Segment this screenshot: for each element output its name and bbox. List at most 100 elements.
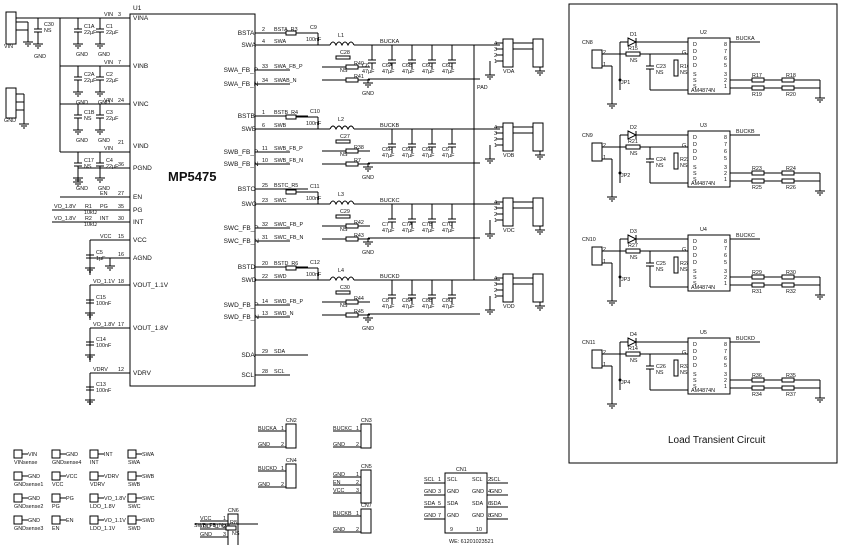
pin-number: 28: [262, 369, 268, 375]
fb-res-ref: R44: [354, 296, 364, 302]
int-net: INT: [100, 216, 109, 222]
ic-ref: U4: [700, 227, 707, 233]
cap-ref: C5: [96, 250, 103, 256]
pin-number: 7: [438, 513, 441, 519]
tp-label: VO_1.1V: [104, 518, 126, 524]
cn-ref: CN11: [582, 340, 595, 346]
buck-buckd: C12100nFL4BUCKDC847µFC8A47µFC8B47µFC8C47…: [285, 260, 545, 332]
ns-label: NS: [340, 303, 348, 309]
pin-number: 2: [724, 78, 727, 84]
cap-ref: C1B: [84, 110, 95, 116]
cap-ref: C14: [96, 337, 106, 343]
res-ref: R22: [680, 157, 690, 163]
right-nets: BSTA_R3SWASWA_FB_PSWAB_NBSTB_R4SWBSWB_FB…: [255, 27, 308, 376]
connector-net: GND: [333, 472, 345, 478]
buck-net: BUCKD: [380, 274, 400, 280]
cn1-right-pin: GND: [472, 489, 484, 495]
connector-ref: CN3: [361, 418, 372, 424]
pin-number: 1: [603, 62, 606, 68]
cap-val: 22µF: [84, 78, 97, 84]
ns-label: NS: [656, 70, 664, 76]
net-label: BSTB_R4: [274, 110, 298, 116]
net-label: SWB_FB_P: [274, 146, 303, 152]
pin-number: 1: [603, 259, 606, 265]
buck-bucka: C9100nFL1BUCKAC647µFC6A47µFC6B47µFC6C47µ…: [285, 25, 545, 97]
pin-name: VIND: [133, 143, 149, 150]
res-ref: R20: [786, 92, 796, 98]
pin-number: 36: [118, 162, 124, 168]
ns-label: NS: [656, 370, 664, 376]
pin-number: 1: [494, 143, 497, 149]
cap-ref: C4: [106, 158, 113, 164]
pin-name: D: [693, 349, 697, 355]
buck-net: BUCKC: [380, 198, 400, 204]
r2-val: 10kΩ: [84, 222, 97, 228]
ic-ref: U3: [700, 123, 707, 129]
pin-number: 4: [494, 41, 497, 47]
gnd-text: GND: [76, 100, 88, 106]
cap-ref: C2A: [84, 72, 95, 78]
connector-ref: CN4: [286, 458, 297, 464]
pin-number: 14: [262, 299, 268, 305]
gnd-text: GND: [362, 326, 374, 332]
pin-name: D: [693, 356, 697, 362]
pin-number: 18: [118, 279, 124, 285]
connector-net: BUCKC: [333, 426, 352, 432]
pin-number: 2: [724, 378, 727, 384]
pin-number: 5: [724, 156, 727, 162]
pin-name: SDA: [241, 352, 255, 359]
pin-name: SWD_FB_P: [224, 302, 259, 309]
gnd-text: GND: [98, 100, 110, 106]
pin-name: PG: [133, 207, 142, 214]
vin-net: VIN: [104, 12, 113, 18]
pin-number: 4: [494, 200, 497, 206]
tp-sub: SWB: [128, 482, 141, 488]
pin-number: 2: [494, 53, 497, 59]
pin-number: 8: [724, 342, 727, 348]
net-label: BUCKD: [736, 336, 755, 342]
pin-number: 8: [488, 513, 491, 519]
out-cap-ref: C6F: [382, 147, 393, 153]
pin-number: 4: [494, 125, 497, 131]
inductor-ref: L2: [338, 117, 344, 123]
cn1-left-pin: SDA: [447, 501, 458, 507]
pin-number: 32: [262, 222, 268, 228]
cap-val: 100nF: [96, 343, 112, 349]
tp-label: VDRV: [104, 474, 119, 480]
gnd-text: GND: [98, 138, 110, 144]
pin-number: 35: [118, 204, 124, 210]
control-pins: EN VO_1.8V VO_1.8V R1 10kΩ R2 10kΩ PG IN…: [52, 191, 130, 405]
fb-cap-ref: C28: [340, 50, 350, 56]
vdrv-net: VDRV: [93, 367, 108, 373]
tp-label: GND: [28, 496, 40, 502]
pin-number: 22: [262, 274, 268, 280]
cap-ref: C13: [96, 382, 106, 388]
out-cap-val: 47µF: [382, 304, 395, 310]
pin-number: 3: [724, 269, 727, 275]
connector-net: VCC: [200, 516, 211, 522]
out-cap-val: 47µF: [382, 69, 395, 75]
res-ref: R35: [786, 373, 796, 379]
jumper-ref: JP2: [621, 173, 630, 179]
pin-name: PGND: [133, 165, 152, 172]
pin-name: SWA_FB_P: [224, 67, 258, 74]
pin-number: 5: [438, 501, 441, 507]
cap-ref: C3: [106, 110, 113, 116]
pin-number: 1: [724, 177, 727, 183]
pin-name: SWA_FB_N: [224, 81, 259, 88]
out-cap-ref: C6: [442, 147, 449, 153]
buck-outputs: C9100nFL1BUCKAC647µFC6A47µFC6B47µFC6C47µ…: [285, 25, 545, 332]
ns-label: NS: [630, 151, 638, 157]
pin-name: EN: [133, 194, 142, 201]
out-cap-ref: C7: [382, 222, 389, 228]
net-label: SWAB_N: [274, 78, 297, 84]
ns-label: NS: [630, 58, 638, 64]
